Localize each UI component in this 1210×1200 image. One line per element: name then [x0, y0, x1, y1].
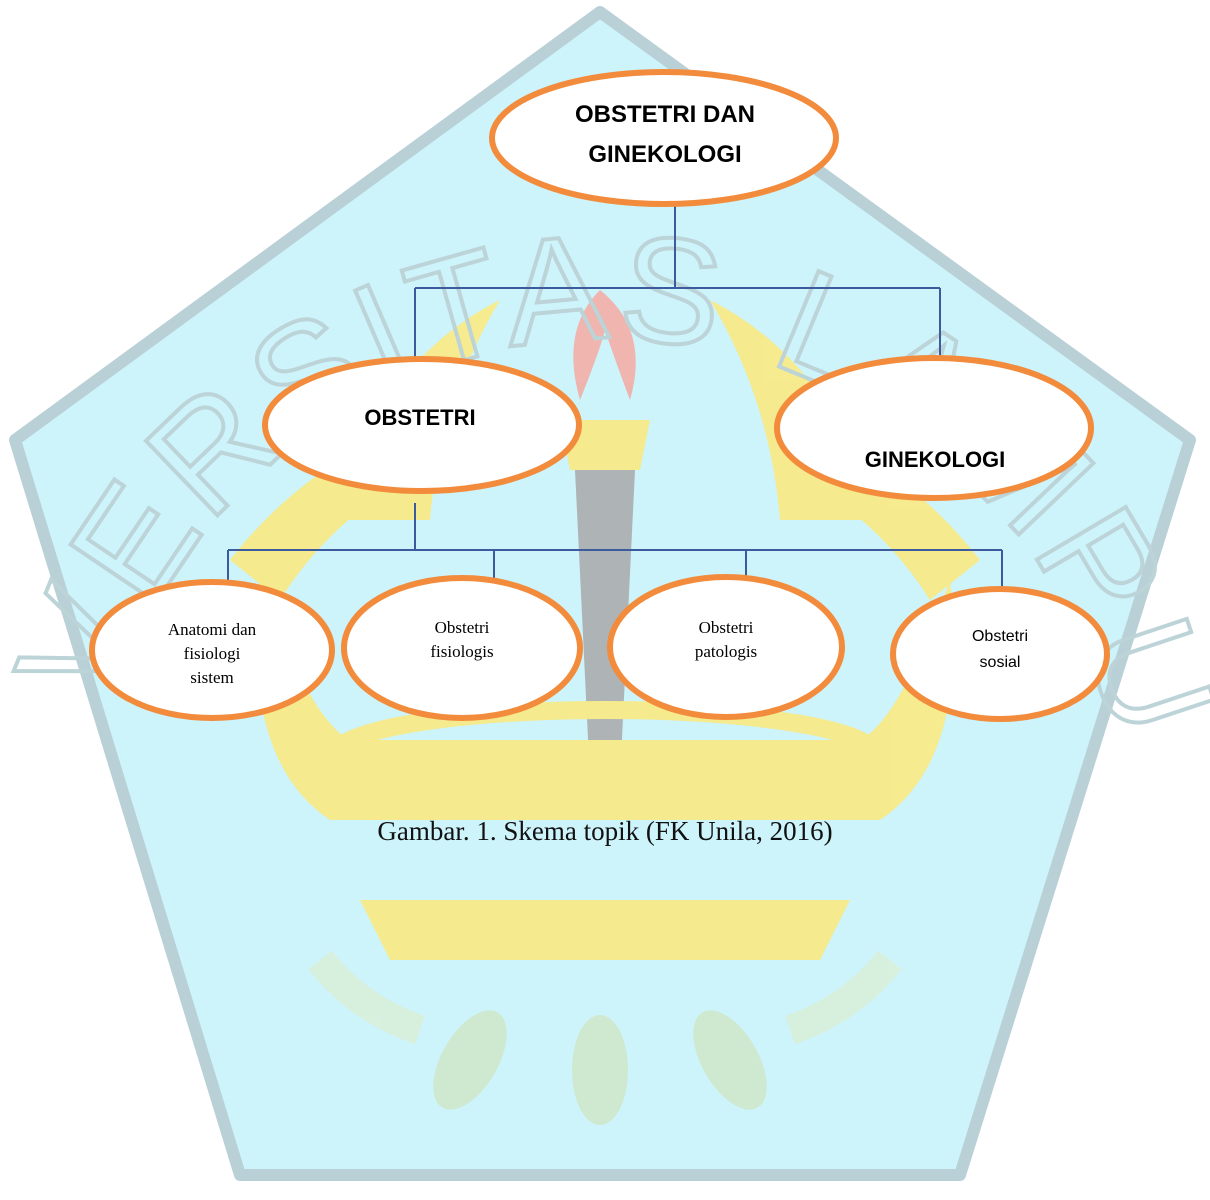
leaf-3-line1: Obstetri	[698, 618, 754, 637]
root-label-line1: OBSTETRI DAN	[575, 101, 755, 128]
leaf-4-line1: Obstetri	[971, 628, 1028, 645]
leaf-node-4: Obstetri sosial	[920, 624, 1080, 680]
leaf-2-line1: Obstetri	[434, 618, 490, 637]
obstetri-node: OBSTETRI	[300, 398, 540, 438]
ginekologi-node: GINEKOLOGI	[810, 440, 1060, 480]
leaf-node-3: Obstetri patologis	[646, 616, 806, 672]
leaf-4-line2: sosial	[979, 654, 1021, 671]
obstetri-ellipse	[262, 356, 582, 494]
leaf-1-line3: sistem	[190, 668, 234, 687]
ginekologi-label: GINEKOLOGI	[864, 447, 1006, 472]
leaf-3-line2: patologis	[694, 642, 758, 661]
figure-caption: Gambar. 1. Skema topik (FK Unila, 2016)	[377, 816, 833, 846]
root-ellipse	[489, 69, 839, 207]
root-label-line2: GINEKOLOGI	[588, 141, 742, 168]
leaf-ellipse-3	[607, 574, 845, 720]
leaf-ellipse-2	[341, 575, 583, 721]
leaf-ellipse-4	[890, 586, 1110, 722]
leaf-1-line1: Anatomi dan	[167, 620, 257, 639]
root-node: OBSTETRI DAN GINEKOLOGI	[520, 80, 810, 190]
leaf-ellipse-1	[89, 579, 335, 721]
ginekologi-ellipse	[774, 355, 1094, 501]
leaf-node-2: Obstetri fisiologis	[382, 616, 542, 672]
leaf-node-1: Anatomi dan fisiologi sistem	[132, 618, 292, 690]
obstetri-label: OBSTETRI	[364, 405, 476, 430]
leaf-2-line2: fisiologis	[430, 642, 494, 661]
leaf-1-line2: fisiologi	[183, 644, 241, 663]
